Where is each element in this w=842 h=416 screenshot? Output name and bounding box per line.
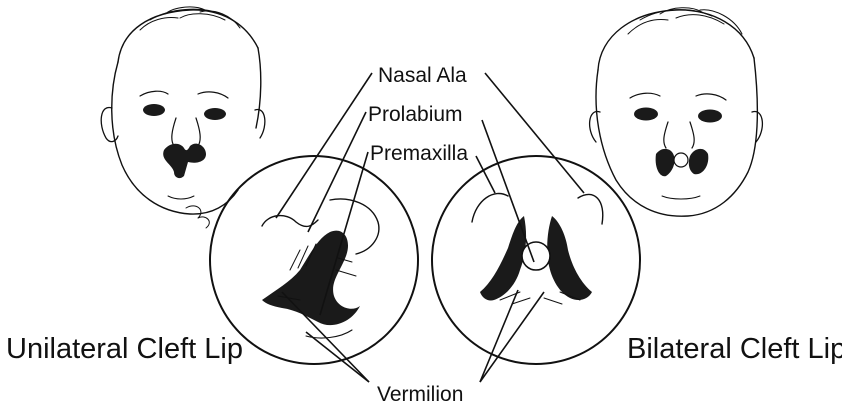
caption-unilateral: Unilateral Cleft Lip bbox=[6, 333, 243, 365]
infant-face-bilateral bbox=[590, 8, 763, 216]
caption-bilateral: Bilateral Cleft Lip bbox=[627, 333, 842, 365]
label-premaxilla: Premaxilla bbox=[370, 142, 468, 165]
label-vermilion: Vermilion bbox=[377, 383, 463, 406]
label-nasal-ala: Nasal Ala bbox=[378, 64, 467, 87]
label-prolabium: Prolabium bbox=[368, 103, 463, 126]
infant-face-unilateral bbox=[101, 7, 265, 228]
bilateral-closeup bbox=[432, 156, 640, 364]
